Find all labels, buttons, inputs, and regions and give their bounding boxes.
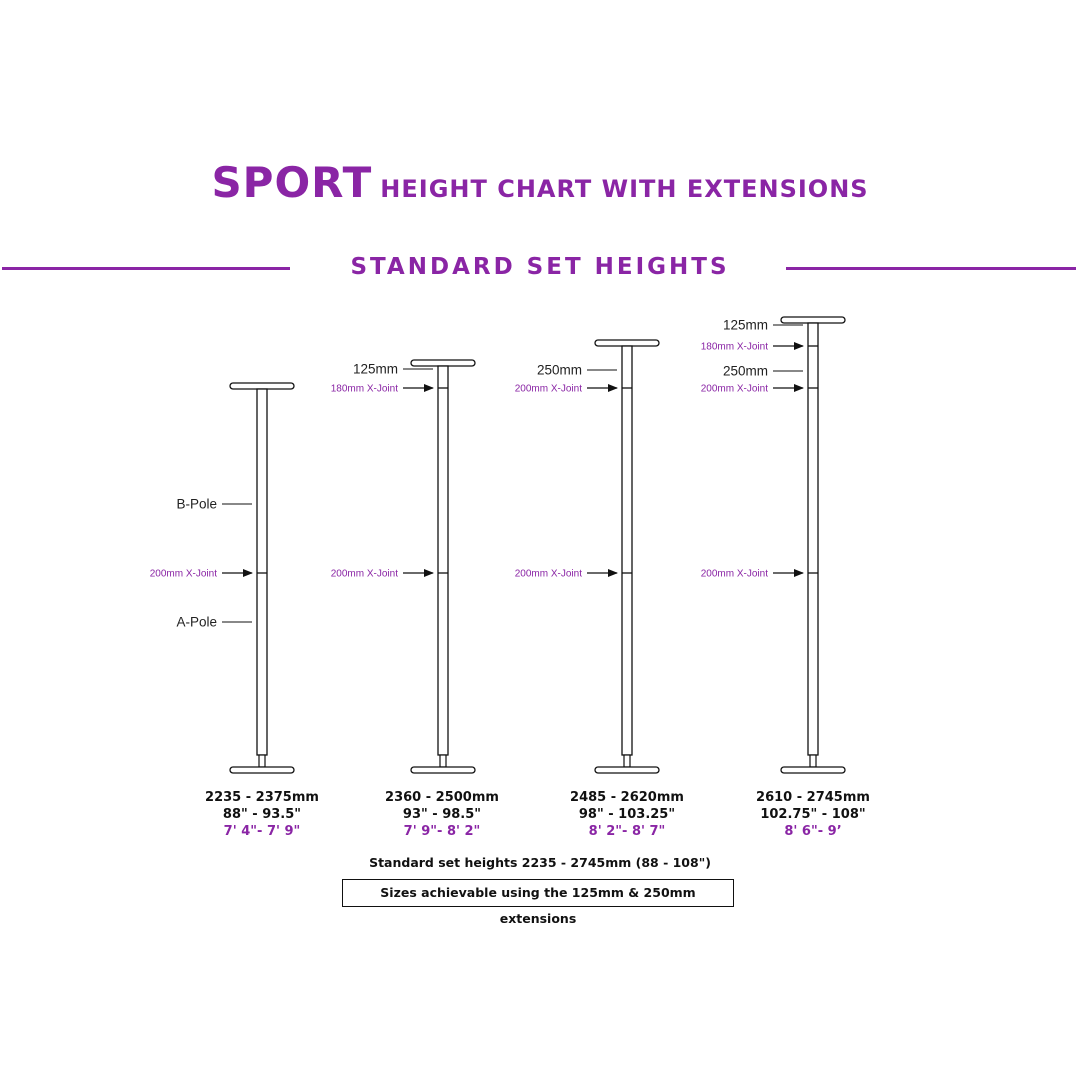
pole-3-range-ft: 8' 2"- 8' 7" — [588, 824, 666, 839]
pole-3-label-2: 200mm X-Joint — [515, 384, 582, 395]
pole-1-label-2: 200mm X-Joint — [150, 569, 217, 580]
pole-4-range-in: 102.75" - 108" — [760, 807, 866, 822]
pole-3-top-plate — [594, 339, 660, 347]
pole-2-range-mm: 2360 - 2500mm — [385, 790, 499, 805]
pole-4-adjuster — [809, 754, 817, 768]
pole-3-base-plate — [594, 766, 660, 774]
section-rule-right — [786, 267, 1076, 270]
pole-1-range-mm: 2235 - 2375mm — [205, 790, 319, 805]
pole-4-range-mm: 2610 - 2745mm — [756, 790, 870, 805]
pole-caption-1: 2235 - 2375mm 88" - 93.5" 7' 4"- 7' 9" — [152, 789, 372, 840]
pole-4-label-4: 200mm X-Joint — [701, 384, 768, 395]
pole-2-adjuster — [439, 754, 447, 768]
pole-2-label-2: 180mm X-Joint — [331, 384, 398, 395]
section-heading: STANDARD SET HEIGHTS — [350, 254, 730, 280]
pole-1-base-plate — [229, 766, 295, 774]
pole-3-adjuster — [623, 754, 631, 768]
pole-3-shaft — [621, 345, 633, 756]
pole-3-label-3: 200mm X-Joint — [515, 569, 582, 580]
pole-1-range-in: 88" - 93.5" — [222, 807, 302, 822]
pole-3-range-in: 98" - 103.25" — [578, 807, 676, 822]
extensions-note-box: Sizes achievable using the 125mm & 250mm… — [342, 879, 734, 926]
pole-4-base-plate — [780, 766, 846, 774]
pole-2-shaft — [437, 365, 449, 756]
pole-1-adjuster — [258, 754, 266, 768]
standard-heights-summary: Standard set heights 2235 - 2745mm (88 -… — [369, 855, 711, 870]
pole-4-top-plate — [780, 316, 846, 324]
pole-4-label-3: 250mm — [723, 364, 768, 379]
pole-1-label-1: B-Pole — [176, 497, 217, 512]
pole-2-label-1: 125mm — [353, 362, 398, 377]
pole-2-base-plate — [410, 766, 476, 774]
pole-caption-3: 2485 - 2620mm 98" - 103.25" 8' 2"- 8' 7" — [517, 789, 737, 840]
pole-4-label-5: 200mm X-Joint — [701, 569, 768, 580]
pole-2-top-plate — [410, 359, 476, 367]
pole-1-label-3: A-Pole — [176, 615, 217, 630]
title-brand: SPORT — [211, 158, 373, 207]
pole-4-range-ft: 8' 6"- 9’ — [784, 824, 842, 839]
pole-2-range-in: 93" - 98.5" — [402, 807, 482, 822]
pole-caption-4: 2610 - 2745mm 102.75" - 108" 8' 6"- 9’ — [703, 789, 923, 840]
pole-4-label-2: 180mm X-Joint — [701, 342, 768, 353]
pole-3-label-1: 250mm — [537, 363, 582, 378]
pole-1-range-ft: 7' 4"- 7' 9" — [223, 824, 301, 839]
pole-2-label-3: 200mm X-Joint — [331, 569, 398, 580]
title-rest: HEIGHT CHART WITH EXTENSIONS — [380, 175, 869, 203]
pole-caption-2: 2360 - 2500mm 93" - 98.5" 7' 9"- 8' 2" — [332, 789, 552, 840]
pole-3-range-mm: 2485 - 2620mm — [570, 790, 684, 805]
pole-2-range-ft: 7' 9"- 8' 2" — [403, 824, 481, 839]
section-rule-left — [2, 267, 290, 270]
pole-1-shaft — [256, 388, 268, 756]
pole-1-top-plate — [229, 382, 295, 390]
pole-4-label-1: 125mm — [723, 318, 768, 333]
